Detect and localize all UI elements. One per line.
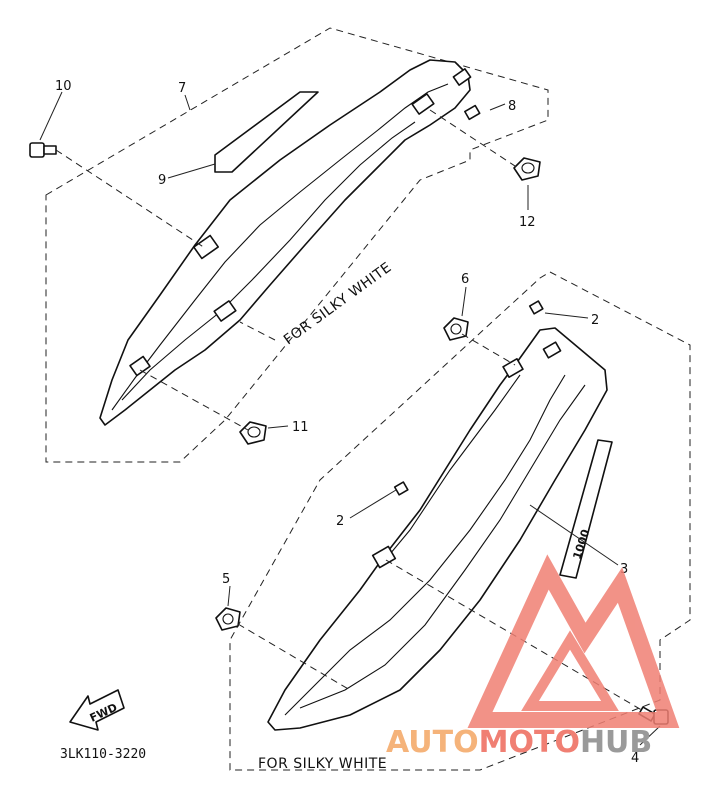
upper-assembly-boundary	[45, 27, 549, 463]
grommet-11-icon	[239, 421, 267, 445]
clip-2-upper-icon	[528, 300, 544, 315]
watermark-logo	[467, 554, 680, 728]
clip-2-lower-icon	[393, 481, 409, 496]
callout-2-upper: 2	[591, 313, 599, 328]
grommet-12-icon	[513, 157, 541, 181]
drawing-code: 3LK110-3220	[60, 747, 146, 762]
callout-2-lower: 2	[336, 514, 344, 529]
watermark-hub: HUB	[580, 725, 652, 760]
fwd-arrow-badge: FWD	[69, 689, 125, 731]
callout-labels: 10 7 8 9 12 11 6 2 2 3 5 4	[55, 79, 639, 766]
watermark-moto: MOTO	[479, 725, 580, 760]
callout-8: 8	[508, 99, 516, 114]
callout-10: 10	[55, 79, 72, 94]
callout-9: 9	[158, 173, 166, 188]
lower-assembly-boundary	[229, 271, 691, 771]
callout-7: 7	[178, 81, 186, 96]
callout-6: 6	[461, 272, 469, 287]
clip-8-icon	[464, 104, 481, 121]
upper-side-rail	[99, 59, 472, 426]
callout-5: 5	[222, 572, 230, 587]
callout-3: 3	[620, 562, 628, 577]
note-silky-white-upper: FOR SILKY WHITE	[281, 259, 395, 348]
bolt-10-icon	[29, 142, 57, 158]
watermark-text: AUTOMOTOHUB	[386, 725, 652, 760]
callout-4: 4	[631, 751, 639, 766]
cover-emblem-3: 1000	[559, 439, 613, 579]
watermark-auto: AUTO	[386, 725, 479, 760]
lower-side-cover	[267, 327, 608, 731]
grommet-6-icon	[443, 317, 469, 341]
watermark-inner-triangle-icon	[521, 630, 619, 711]
callout-12: 12	[519, 215, 536, 230]
watermark-triangle-icon	[467, 554, 680, 728]
callout-11: 11	[292, 420, 309, 435]
fwd-arrow-icon	[69, 689, 125, 731]
grommet-5-icon	[215, 607, 241, 631]
upper-emblem-strip	[214, 91, 319, 173]
note-silky-white-lower: FOR SILKY WHITE	[258, 756, 387, 772]
